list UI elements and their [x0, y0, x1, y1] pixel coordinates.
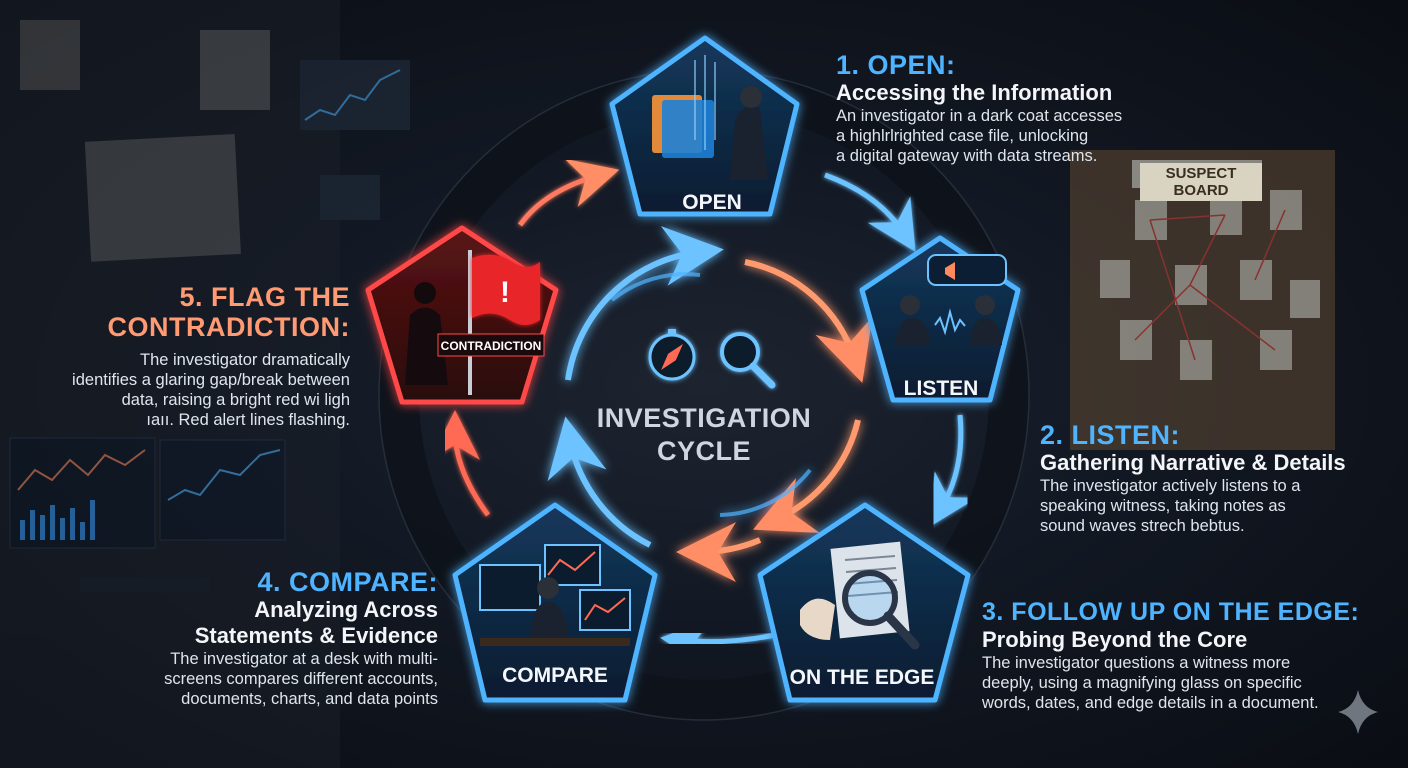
step-listen-desc-1: The investigator actively listens to a	[1040, 476, 1370, 496]
step-edge-desc-1: The investigator questions a witness mor…	[982, 653, 1392, 673]
step-flag-desc-2: identifies a glaring gap/break between	[20, 370, 350, 390]
step-listen-desc-3: sound waves strech bebtus.	[1040, 516, 1370, 536]
step-flag-desc-3: data, raising a bright red wi ligh	[20, 390, 350, 410]
center-title-line2: CYCLE	[584, 435, 824, 468]
step-compare-subtitle-1: Analyzing Across	[108, 597, 438, 623]
arrow-listen-to-edge	[940, 415, 961, 510]
step-compare-title: 4. COMPARE:	[108, 567, 438, 597]
step-open-desc-3: a digital gateway with data streams.	[836, 146, 1166, 166]
center-title-line1: INVESTIGATION	[584, 402, 824, 435]
step-listen-subtitle: Gathering Narrative & Details	[1040, 450, 1370, 476]
step-compare-desc-1: The investigator at a desk with multi-	[108, 649, 438, 669]
step-flag-text: 5. FLAG THE CONTRADICTION: The investiga…	[20, 282, 350, 430]
step-edge-desc-2: deeply, using a magnifying glass on spec…	[982, 673, 1392, 693]
arrow-open-to-listen	[825, 175, 905, 235]
step-edge-text: 3. FOLLOW UP ON THE EDGE: Probing Beyond…	[982, 597, 1392, 713]
step-open-subtitle: Accessing the Information	[836, 80, 1166, 106]
step-listen-title: 2. LISTEN:	[1040, 420, 1370, 450]
step-edge-title: 3. FOLLOW UP ON THE EDGE:	[982, 597, 1392, 627]
node-compare-label: COMPARE	[502, 664, 608, 687]
step-open-desc-1: An investigator in a dark coat accesses	[836, 106, 1166, 126]
magnifying-glass-icon	[722, 334, 772, 385]
node-open-label: OPEN	[682, 191, 742, 214]
step-flag-title-1: 5. FLAG THE	[20, 282, 350, 312]
compass-icon	[650, 329, 694, 379]
center-title: INVESTIGATION CYCLE	[584, 402, 824, 468]
step-open-desc-2: a highlrlrighted case file, unlocking	[836, 126, 1166, 146]
step-open-title: 1. OPEN:	[836, 50, 1166, 80]
step-flag-title-2: CONTRADICTION:	[20, 312, 350, 342]
node-edge-label: ON THE EDGE	[790, 666, 935, 689]
step-open-text: 1. OPEN: Accessing the Information An in…	[836, 50, 1166, 166]
step-compare-desc-2: screens compares different accounts,	[108, 669, 438, 689]
step-compare-desc-3: documents, charts, and data points	[108, 689, 438, 709]
step-edge-desc-3: words, dates, and edge details in a docu…	[982, 693, 1392, 713]
svg-text:!: !	[500, 276, 510, 309]
node-contradiction-label: CONTRADICTION	[441, 339, 542, 353]
suspect-board-label: SUSPECT BOARD	[1140, 163, 1262, 201]
step-edge-subtitle: Probing Beyond the Core	[982, 627, 1392, 653]
arrow-edge-to-compare	[680, 635, 775, 642]
step-compare-text: 4. COMPARE: Analyzing Across Statements …	[108, 567, 438, 709]
arrow-flag-to-open	[520, 175, 600, 225]
node-listen-label: LISTEN	[904, 377, 979, 400]
step-listen-text: 2. LISTEN: Gathering Narrative & Details…	[1040, 420, 1370, 536]
arrow-compare-to-flag	[455, 430, 488, 515]
step-flag-desc-1: The investigator dramatically	[20, 350, 350, 370]
step-listen-desc-2: speaking witness, taking notes as	[1040, 496, 1370, 516]
step-compare-subtitle-2: Statements & Evidence	[108, 623, 438, 649]
step-flag-desc-4: ıaıı. Red alert lines flashing.	[20, 410, 350, 430]
